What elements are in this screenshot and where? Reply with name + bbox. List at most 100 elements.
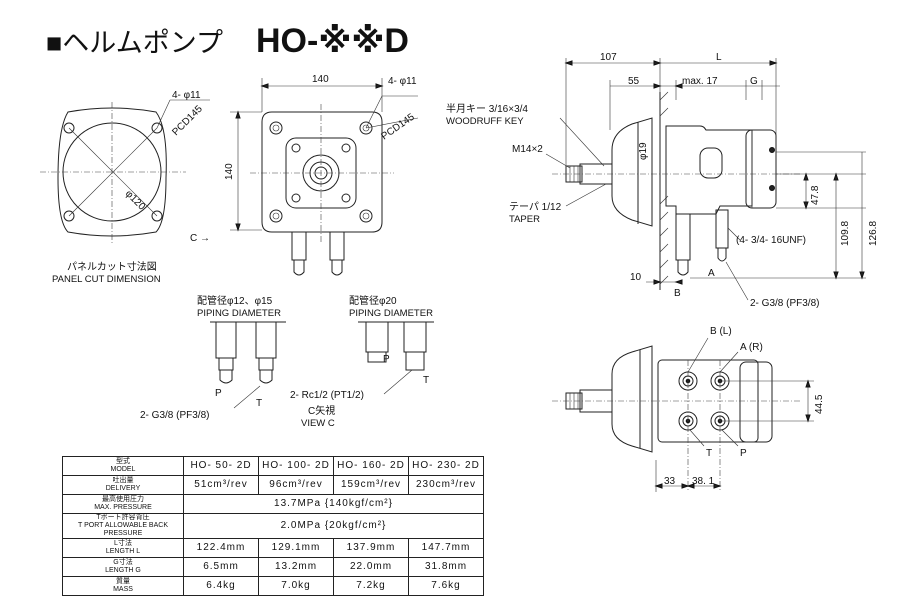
length-l-cell: 129.1mm <box>258 538 334 558</box>
side-port-a: A <box>708 268 715 279</box>
piping-right-drawing <box>358 321 434 395</box>
panel-caption-ja: パネルカット寸法図 <box>67 260 157 273</box>
length-l-cell: 137.9mm <box>333 538 409 558</box>
panel-hole-label: 4- φ11 <box>172 90 201 101</box>
front-hole-label: 4- φ11 <box>388 76 417 87</box>
bottom-view-drawing <box>552 337 814 492</box>
dim-109-8: 109.8 <box>840 221 851 246</box>
piping-right-thread: 2- Rc1/2 (PT1/2) <box>290 390 364 401</box>
length-l-label-ja: L寸法 <box>114 540 132 547</box>
mass-cell: 7.6kg <box>408 576 484 596</box>
bottom-port-t: T <box>706 448 712 459</box>
model-label-ja: 型式 <box>116 458 130 465</box>
front-width-dim: 140 <box>312 74 329 85</box>
dim-L: L <box>716 52 722 63</box>
mass-cell: 7.0kg <box>258 576 334 596</box>
dim-126-8: 126.8 <box>868 221 879 246</box>
piping-left-thread: 2- G3/8 (PF3/8) <box>140 410 209 421</box>
length-l-cell: 122.4mm <box>183 538 259 558</box>
dim-33: 33 <box>664 476 676 487</box>
length-l-label-en: LENGTH L <box>105 548 141 555</box>
dim-10: 10 <box>630 272 642 283</box>
length-l-cell: 147.7mm <box>408 538 484 558</box>
title-prefix: ■ヘルムポンプ <box>46 28 223 58</box>
model-cell: HO- 50- 2D <box>183 456 259 476</box>
piping-right-port-t: T <box>423 375 429 386</box>
delivery-cell: 230cm³/rev <box>408 475 484 495</box>
dim-G: G <box>750 76 758 87</box>
back-pressure-label-en: T PORT ALLOWABLE BACK PRESSURE <box>78 522 168 537</box>
mass-cell: 6.4kg <box>183 576 259 596</box>
piping-left-title-ja: 配管径φ12、φ15 <box>197 294 273 307</box>
taper-ja: テーパ 1/12 <box>509 201 562 213</box>
bottom-port-a: A (R) <box>740 342 763 353</box>
length-g-cell: 31.8mm <box>408 557 484 577</box>
model-cell: HO- 160- 2D <box>333 456 409 476</box>
dim-107: 107 <box>600 52 617 63</box>
length-g-label-ja: G寸法 <box>113 559 133 566</box>
piping-right-port-p: P <box>383 354 390 365</box>
delivery-cell: 159cm³/rev <box>333 475 409 495</box>
thread-m14: M14×2 <box>512 144 543 155</box>
dim-55: 55 <box>628 76 640 87</box>
piping-left-port-p: P <box>215 388 222 399</box>
length-g-cell: 13.2mm <box>258 557 334 577</box>
view-c-label-en: VIEW C <box>301 418 335 429</box>
back-pressure-cell: 2.0MPa {20kgf/cm²} <box>183 513 484 539</box>
model-label-en: MODEL <box>110 466 136 473</box>
side-port-b: B <box>674 288 681 299</box>
mass-label-ja: 質量 <box>116 578 130 585</box>
side-view-drawing <box>545 58 866 301</box>
max-pressure-cell: 13.7MPa {140kgf/cm²} <box>183 494 484 514</box>
taper-en: TAPER <box>509 214 540 225</box>
panel-cut-drawing <box>40 99 210 244</box>
view-c-label-ja: C矢視 <box>308 404 335 417</box>
delivery-cell: 51cm³/rev <box>183 475 259 495</box>
mass-label-en: MASS <box>113 586 133 593</box>
panel-caption-en: PANEL CUT DIMENSION <box>52 274 161 285</box>
front-height-dim: 140 <box>224 163 235 180</box>
piping-left-title-en: PIPING DIAMETER <box>197 308 281 319</box>
view-c-arrow: C → <box>190 233 210 244</box>
piping-left-port-t: T <box>256 398 262 409</box>
length-g-cell: 22.0mm <box>333 557 409 577</box>
woodruff-key-en: WOODRUFF KEY <box>446 116 524 127</box>
model-cell: HO- 100- 2D <box>258 456 334 476</box>
panel-pcd-label: PCD145 <box>170 103 205 138</box>
delivery-cell: 96cm³/rev <box>258 475 334 495</box>
max-pressure-label-ja: 最高使用圧力 <box>102 496 144 503</box>
side-thread: 2- G3/8 (PF3/8) <box>750 298 819 309</box>
piping-right-title-ja: 配管径φ20 <box>349 294 397 307</box>
delivery-label-ja: 吐出量 <box>112 477 134 484</box>
mass-cell: 7.2kg <box>333 576 409 596</box>
bottom-port-b: B (L) <box>710 326 732 337</box>
dim-44-5: 44.5 <box>814 394 825 414</box>
piping-right-title-en: PIPING DIAMETER <box>349 308 433 319</box>
delivery-label-en: DELIVERY <box>105 485 141 492</box>
max-pressure-label-en: MAX. PRESSURE <box>94 504 152 511</box>
back-pressure-label-ja: Tポート許容背圧 <box>96 514 150 521</box>
model-cell: HO- 230- 2D <box>408 456 484 476</box>
dim-47-8: 47.8 <box>810 185 821 205</box>
title-model: HO-※※D <box>256 22 409 60</box>
bottom-port-p: P <box>740 448 747 459</box>
length-g-label-en: LENGTH G <box>105 567 141 574</box>
dim-max17: max. 17 <box>682 76 718 87</box>
unf-thread: (4- 3/4- 16UNF) <box>736 235 806 246</box>
piping-left-drawing <box>210 321 286 409</box>
dim-38-1: 38. 1 <box>692 476 715 487</box>
front-pcd-label: PCD145 <box>379 112 417 143</box>
length-g-cell: 6.5mm <box>183 557 259 577</box>
front-view-drawing <box>230 78 419 276</box>
shaft-dia: φ19 <box>638 142 649 160</box>
woodruff-key-ja: 半月キー 3/16×3/4 <box>446 102 528 115</box>
